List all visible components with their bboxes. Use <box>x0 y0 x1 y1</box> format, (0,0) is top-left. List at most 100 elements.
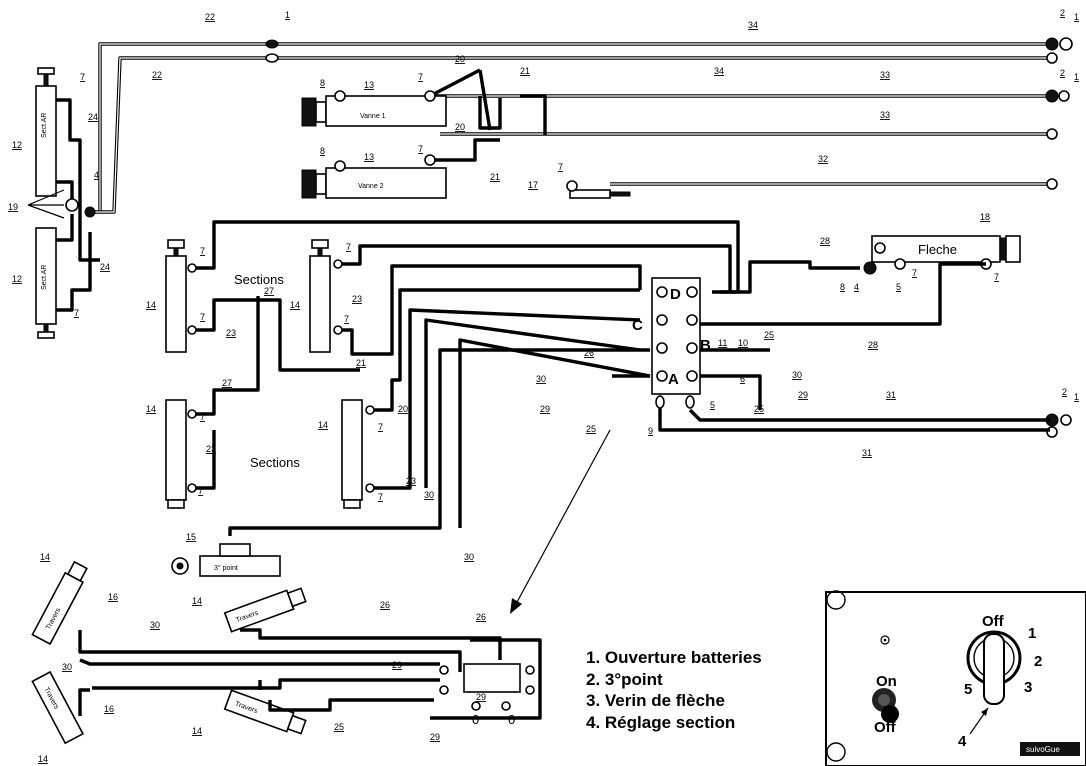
svg-text:18: 18 <box>980 212 990 222</box>
svg-text:1: 1 <box>1074 392 1079 402</box>
svg-text:34: 34 <box>714 66 724 76</box>
svg-text:13: 13 <box>364 80 374 90</box>
svg-text:8: 8 <box>320 78 325 88</box>
third-point-label: 3° point <box>214 564 238 572</box>
vanne-b-label: Vanne 2 <box>358 183 384 190</box>
svg-text:32: 32 <box>818 154 828 164</box>
svg-text:7: 7 <box>418 72 423 82</box>
svg-text:16: 16 <box>108 592 118 602</box>
svg-text:20: 20 <box>455 122 465 132</box>
svg-text:7: 7 <box>74 308 79 318</box>
svg-text:26: 26 <box>584 348 594 358</box>
svg-text:23: 23 <box>352 294 362 304</box>
svg-text:7: 7 <box>344 314 349 324</box>
legend-item: 3. Verin de flèche <box>586 691 725 710</box>
svg-text:26: 26 <box>380 600 390 610</box>
svg-text:33: 33 <box>880 110 890 120</box>
svg-text:7: 7 <box>200 246 205 256</box>
vanne-a-label: Vanne 1 <box>360 113 386 120</box>
svg-text:14: 14 <box>318 420 328 430</box>
port-c: C <box>632 317 643 334</box>
svg-text:14: 14 <box>146 300 156 310</box>
svg-text:7: 7 <box>200 412 205 422</box>
svg-text:30: 30 <box>424 490 434 500</box>
rotary-pos-2: 2 <box>1034 653 1042 670</box>
svg-text:20: 20 <box>455 54 465 64</box>
svg-text:4: 4 <box>854 282 859 292</box>
svg-text:23: 23 <box>206 444 216 454</box>
svg-text:7: 7 <box>378 492 383 502</box>
svg-text:12: 12 <box>12 140 22 150</box>
svg-text:14: 14 <box>146 404 156 414</box>
svg-text:17: 17 <box>528 180 538 190</box>
section-cylinders: 14 14 14 14 Sections Sections 27 23 23 2… <box>146 239 416 509</box>
toggle-on-label: On <box>876 673 897 690</box>
boom-a-label: Sect AR <box>41 113 48 138</box>
travers-assembly: Travers Travers Travers Travers 0 0 <box>31 552 542 764</box>
svg-text:11: 11 <box>718 338 727 348</box>
rotary-pos-3: 3 <box>1024 679 1032 696</box>
svg-text:20: 20 <box>398 404 408 414</box>
small-cylinder-17: 17 7 <box>528 162 631 199</box>
svg-text:21: 21 <box>356 358 366 368</box>
lower-port-left: 0 <box>472 712 479 727</box>
svg-text:14: 14 <box>192 596 202 606</box>
pipe-lines-top <box>90 42 1050 214</box>
port-d: D <box>670 286 681 303</box>
svg-text:7: 7 <box>994 272 999 282</box>
brand-label: suivoGue <box>1026 745 1060 754</box>
svg-text:14: 14 <box>290 300 300 310</box>
svg-text:25: 25 <box>754 404 764 414</box>
fleche-cylinder: Fleche 18 28 8 4 5 7 7 28 <box>700 212 1021 350</box>
svg-text:30: 30 <box>536 374 546 384</box>
toggle-switch[interactable] <box>872 688 899 723</box>
rotary-selector[interactable] <box>966 630 1022 705</box>
svg-text:1: 1 <box>1074 12 1079 22</box>
boom-b-label: Sect AR <box>41 265 48 290</box>
svg-text:30: 30 <box>62 662 72 672</box>
svg-text:14: 14 <box>38 754 48 764</box>
svg-text:21: 21 <box>520 66 530 76</box>
svg-text:22: 22 <box>205 12 215 22</box>
svg-text:7: 7 <box>200 312 205 322</box>
svg-text:7: 7 <box>346 242 351 252</box>
svg-text:29: 29 <box>798 390 808 400</box>
svg-text:2: 2 <box>1060 68 1065 78</box>
svg-text:28: 28 <box>868 340 878 350</box>
legend-item: 1. Ouverture batteries <box>586 648 762 667</box>
svg-text:7: 7 <box>558 162 563 172</box>
rotary-pos-5: 5 <box>964 681 972 698</box>
valve-cylinders-13: Vanne 1 Vanne 2 8 8 13 13 7 7 <box>301 72 447 199</box>
right-couplers: 2 1 2 1 2 1 <box>1045 8 1079 438</box>
section-hoses: 30 29 25 26 25 30 29 25 31 31 30 30 <box>196 220 1050 562</box>
svg-text:27: 27 <box>222 378 232 388</box>
rotary-off-label: Off <box>982 613 1005 630</box>
svg-text:29: 29 <box>476 692 486 702</box>
svg-text:10: 10 <box>738 338 748 348</box>
svg-text:19: 19 <box>8 202 18 212</box>
svg-text:8: 8 <box>840 282 845 292</box>
toggle-off-label: Off <box>874 719 897 736</box>
sections-bottom-label: Sections <box>250 455 300 470</box>
svg-text:28: 28 <box>820 236 830 246</box>
port-a: A <box>668 371 679 388</box>
svg-text:6: 6 <box>740 374 745 384</box>
svg-text:21: 21 <box>490 172 500 182</box>
svg-text:5: 5 <box>896 282 901 292</box>
svg-text:29: 29 <box>430 732 440 742</box>
svg-text:2: 2 <box>1062 387 1067 397</box>
svg-text:7: 7 <box>418 144 423 154</box>
boom-cylinders-left: Sect AR Sect AR 12 12 19 24 24 7 7 4 <box>8 67 110 339</box>
svg-text:31: 31 <box>886 390 896 400</box>
lower-port-right: 0 <box>508 712 515 727</box>
fleche-label: Fleche <box>918 242 957 257</box>
svg-text:14: 14 <box>40 552 50 562</box>
svg-text:2: 2 <box>1060 8 1065 18</box>
svg-text:33: 33 <box>880 70 890 80</box>
svg-text:7: 7 <box>378 422 383 432</box>
svg-text:15: 15 <box>186 532 196 542</box>
svg-text:24: 24 <box>88 112 98 122</box>
svg-text:34: 34 <box>748 20 758 30</box>
sections-top-label: Sections <box>234 272 284 287</box>
